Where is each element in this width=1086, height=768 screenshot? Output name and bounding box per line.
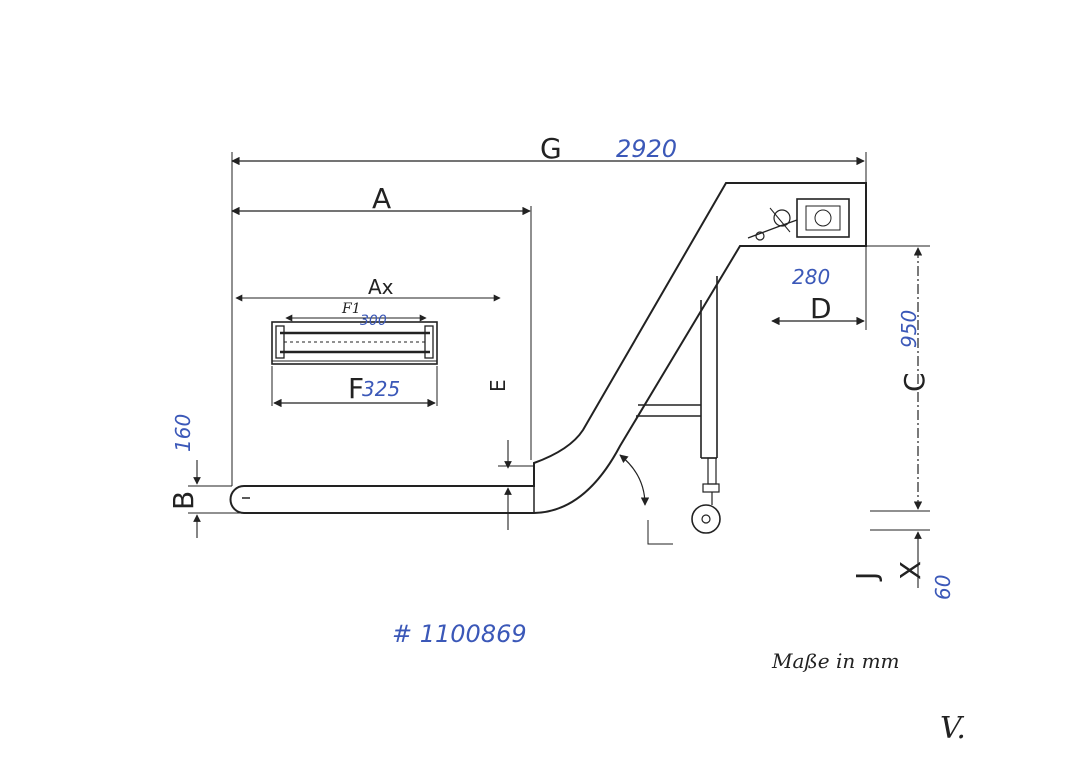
value-d: 280 — [792, 265, 830, 289]
letter-g: G — [540, 132, 562, 165]
angle-arc — [619, 454, 650, 506]
value-f1: 300 — [360, 313, 387, 329]
units-note: Maße in mm — [771, 649, 900, 673]
value-b: 160 — [171, 414, 195, 452]
value-g: 2920 — [616, 135, 677, 163]
letter-f1: F1 — [341, 301, 361, 317]
value-c: 950 — [897, 310, 921, 348]
letter-x: X — [894, 561, 927, 580]
letter-e: E — [486, 379, 510, 392]
letter-j: J — [850, 572, 883, 582]
belt-cross-section — [271, 321, 438, 365]
support-frame — [636, 276, 721, 534]
letter-c: C — [898, 372, 931, 392]
signature: V. — [940, 711, 966, 746]
drive-motor — [747, 198, 850, 241]
reference-number: # 1100869 — [392, 620, 527, 648]
value-f: 325 — [362, 377, 400, 401]
letter-b: B — [167, 491, 200, 510]
letter-ax: Ax — [368, 275, 394, 299]
letter-d: D — [810, 292, 832, 325]
letter-a: A — [372, 182, 391, 215]
letter-f: F — [348, 372, 364, 405]
angle-symbol — [647, 520, 673, 545]
conveyor-body — [229, 182, 867, 514]
value-x: 60 — [931, 575, 955, 600]
